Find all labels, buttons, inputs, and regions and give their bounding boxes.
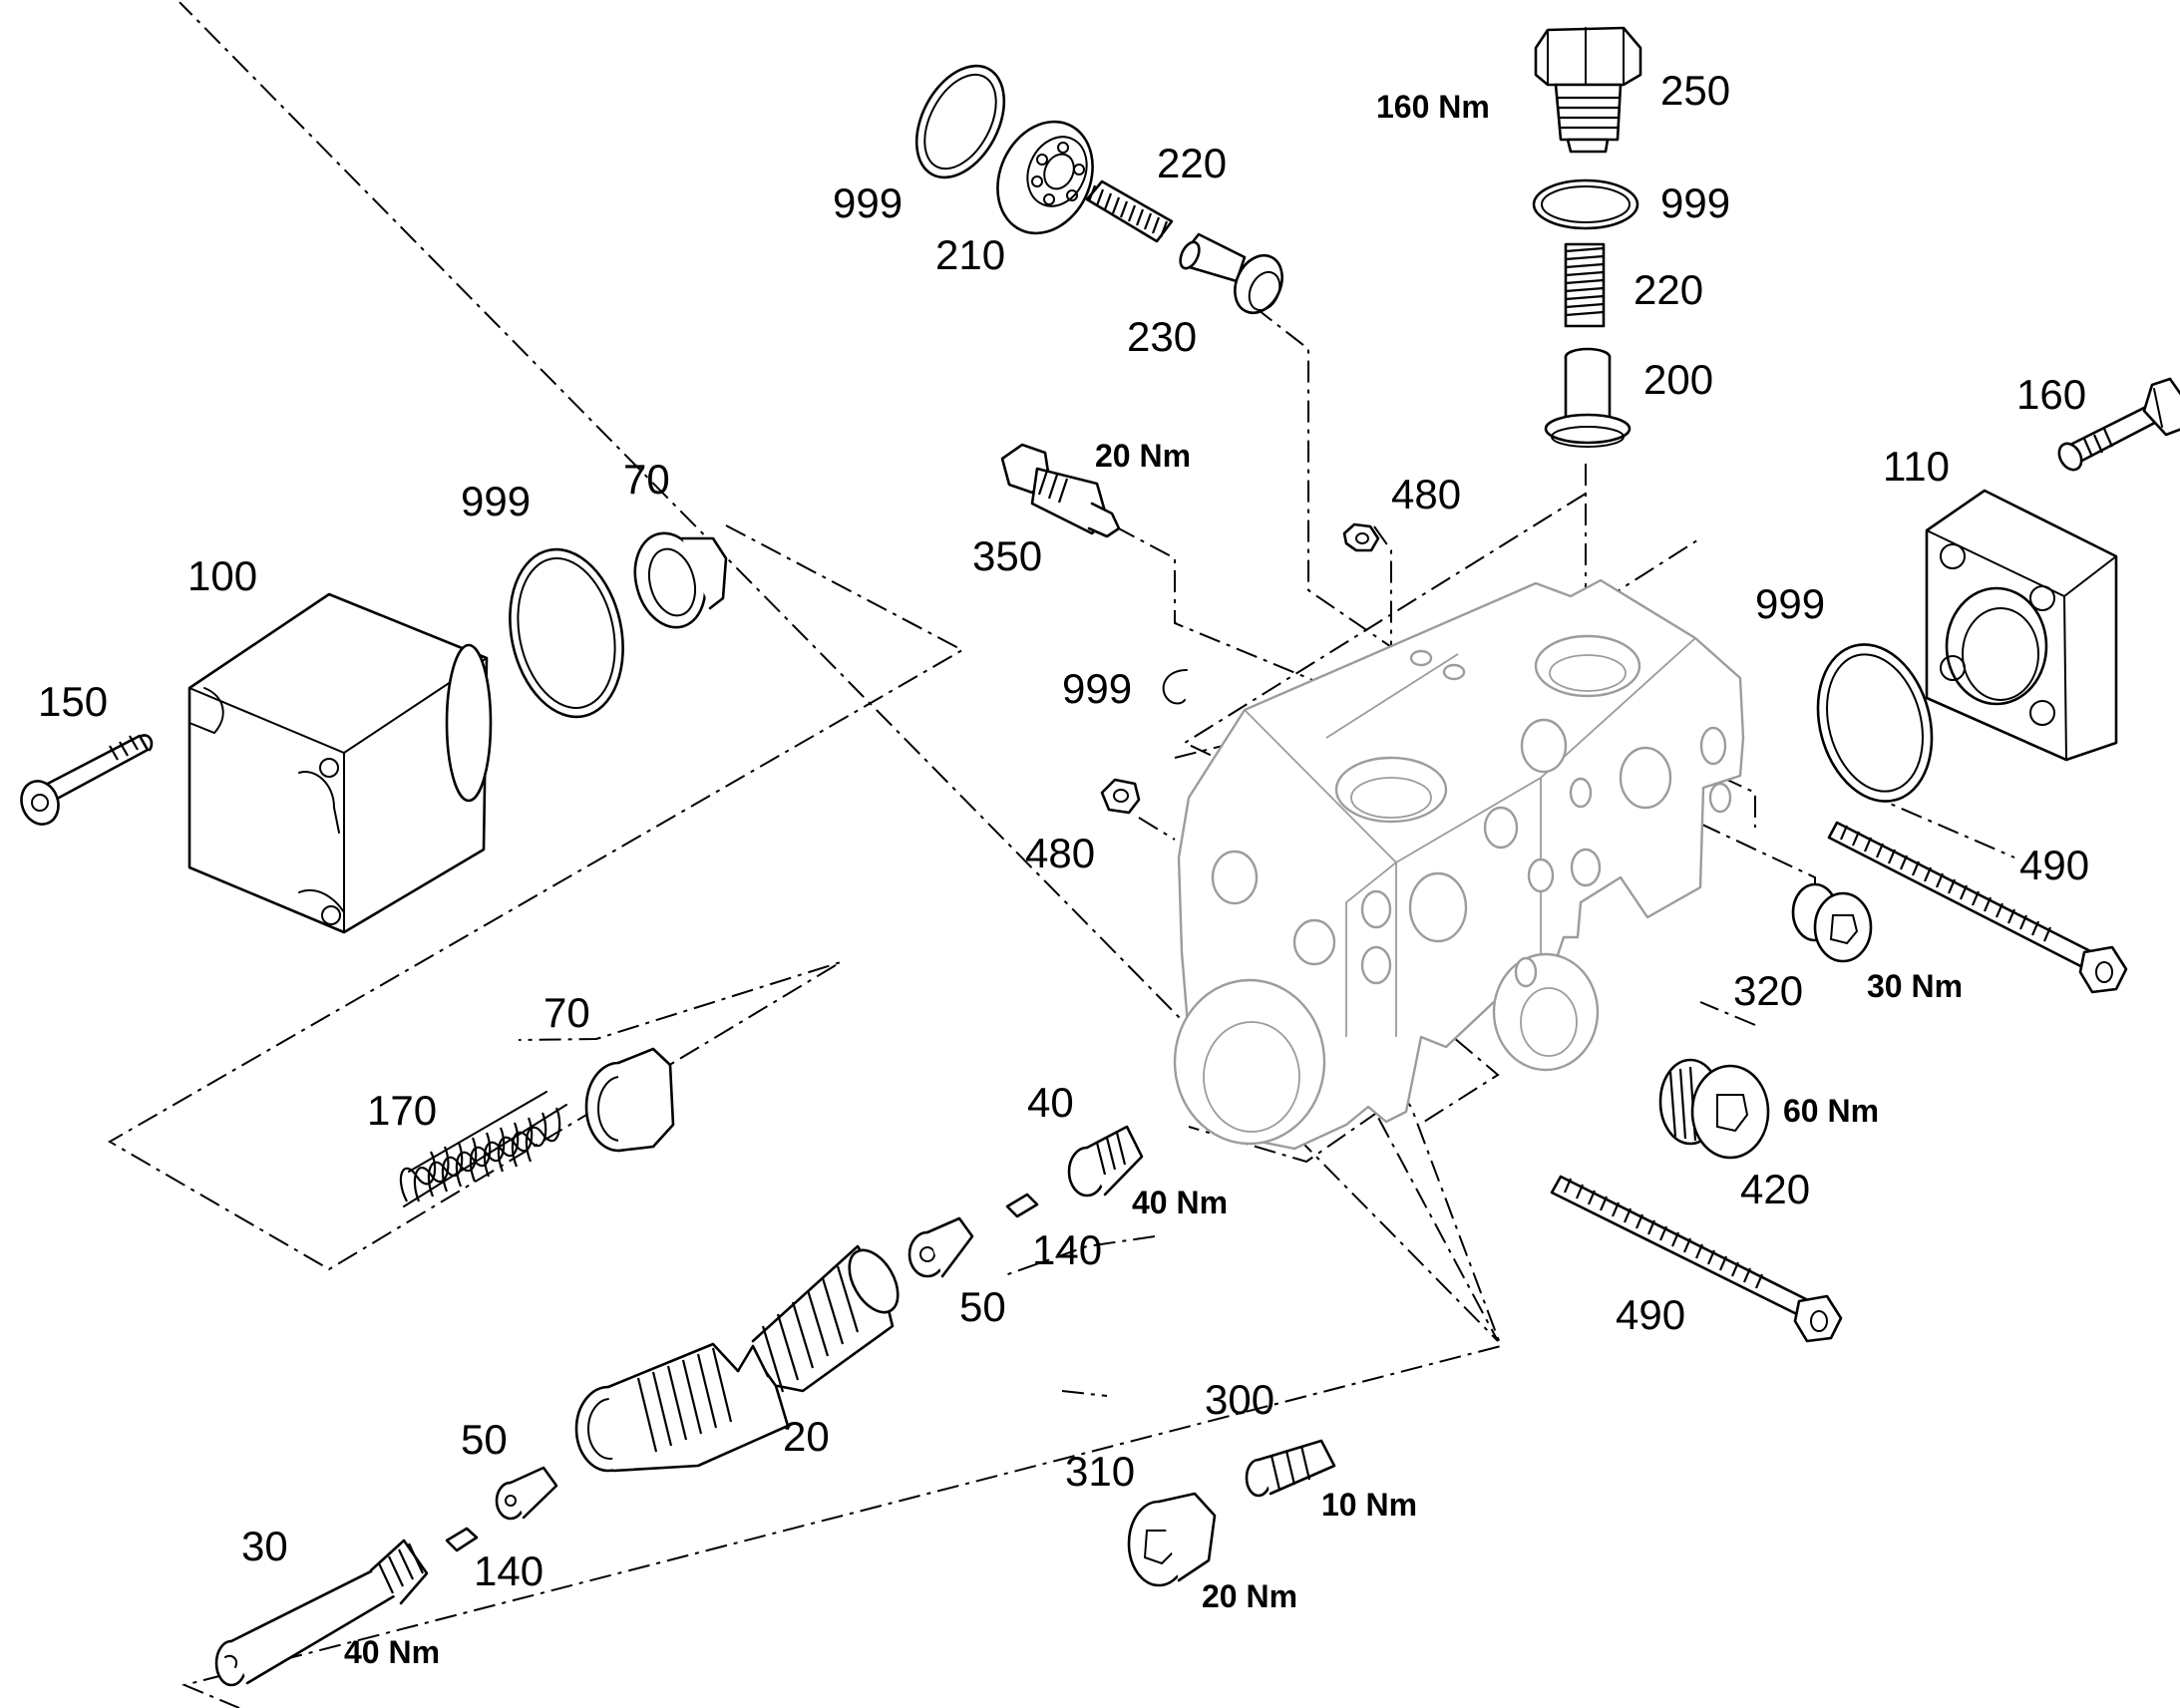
label-490-bottom: 490 [1616,1291,1685,1338]
label-480-left: 480 [1025,830,1095,876]
label-320: 320 [1733,967,1803,1014]
label-20: 20 [783,1413,830,1460]
label-250: 250 [1660,67,1730,114]
cover-block-100 [187,592,493,934]
label-40: 40 [1027,1079,1074,1126]
retaining-ring-999 [1162,669,1188,705]
nut-480-left [1100,778,1141,815]
label-999-top: 999 [833,179,903,226]
torque-320: 30 Nm [1867,968,1963,1004]
label-350: 350 [972,532,1042,579]
part-number-labels: 999 210 220 230 250 999 220 200 160 110 … [38,67,2089,1594]
pin-140-top [1005,1193,1039,1218]
valve-housing [1173,578,1745,1151]
o-ring-999-top [914,64,1006,179]
torque-30: 40 Nm [344,1634,440,1670]
o-ring-999-right [1532,178,1639,230]
label-999-left: 999 [461,478,531,524]
label-480-top: 480 [1391,471,1461,517]
torque-350: 20 Nm [1095,438,1191,474]
label-170: 170 [367,1087,437,1134]
torque-40: 40 Nm [1132,1185,1228,1220]
label-490-top: 490 [2019,842,2089,888]
torque-420: 60 Nm [1783,1093,1879,1129]
spring-170 [399,1091,567,1207]
valve-cage-210 [996,120,1094,235]
label-160: 160 [2016,371,2086,418]
bushing-50-bottom [495,1466,558,1521]
label-140-top: 140 [1032,1226,1102,1273]
poppet-230 [1179,232,1283,315]
long-screw-490-bottom [1550,1175,1843,1343]
plug-420 [1658,1058,1770,1160]
label-50-bottom: 50 [461,1416,508,1463]
label-230: 230 [1127,313,1197,360]
label-30: 30 [241,1523,288,1569]
torque-labels: 160 Nm 20 Nm 30 Nm 60 Nm 40 Nm 10 Nm 20 … [344,89,1963,1670]
cover-plate-110 [1925,489,2118,762]
label-110: 110 [1883,443,1950,490]
spring-220-right [1564,242,1606,328]
label-70-top: 70 [623,456,670,503]
nut-480-top [1342,522,1380,552]
label-200: 200 [1643,356,1713,403]
o-ring-999-cover [1816,643,1934,803]
poppet-200 [1544,347,1632,448]
label-220-right: 220 [1634,266,1703,313]
torque-310: 20 Nm [1202,1578,1297,1614]
label-70-bottom: 70 [544,989,590,1036]
label-50-top: 50 [959,1283,1006,1330]
label-210: 210 [935,231,1005,278]
plug-310 [1127,1492,1217,1587]
bushing-50-top [908,1216,974,1278]
plug-250 [1534,26,1642,154]
label-150: 150 [38,678,108,725]
label-999-clip: 999 [1062,665,1132,712]
label-220-top: 220 [1157,140,1227,186]
o-ring-999-left [509,547,624,719]
label-140-bottom: 140 [474,1547,544,1594]
spring-220-top [1085,179,1174,243]
long-screw-490-top [1827,821,2128,994]
pin-140-bottom [445,1527,479,1552]
spool-sleeve-20 [574,1244,900,1473]
label-100: 100 [187,552,257,599]
torque-300: 10 Nm [1321,1487,1417,1523]
screw-160 [2057,377,2180,472]
label-999-cover: 999 [1755,580,1825,627]
screw-150 [20,734,154,826]
label-310: 310 [1065,1448,1135,1495]
label-999-right: 999 [1660,179,1730,226]
label-300: 300 [1205,1376,1274,1423]
jet-300 [1245,1439,1336,1498]
torque-250: 160 Nm [1376,89,1490,125]
seat-70-top [633,531,728,629]
insert-40 [1067,1125,1144,1197]
plug-320 [1791,882,1873,963]
label-420: 420 [1740,1166,1810,1212]
plunger-30 [214,1538,429,1687]
cartridge-350 [1000,443,1121,538]
seat-70-bottom [584,1047,675,1153]
